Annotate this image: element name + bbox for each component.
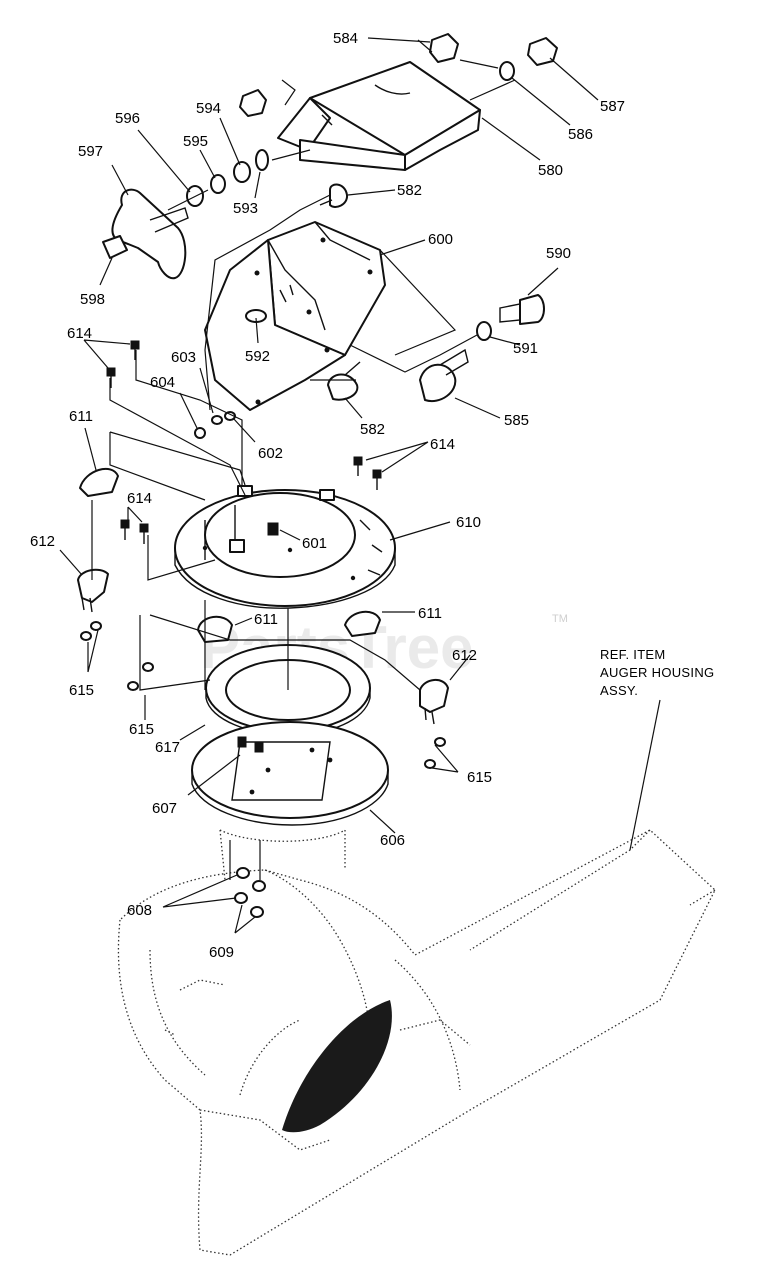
callout-label: 597	[78, 143, 103, 160]
reference-note-line: AUGER HOUSING	[600, 665, 714, 680]
callout-label: 615	[69, 682, 94, 699]
callout-label: 600	[428, 231, 453, 248]
hardware-washers-nuts	[186, 33, 558, 207]
callout-label: 593	[233, 200, 258, 217]
reference-note: REF. ITEM AUGER HOUSING ASSY.	[600, 647, 714, 698]
base-plate	[191, 721, 389, 826]
callout-label: 595	[183, 133, 208, 150]
callout-label: 611	[69, 408, 93, 425]
callout-label: 615	[467, 769, 492, 786]
callout-label: 584	[333, 30, 358, 47]
callout-labels: 584 587 586 580 596 594 595 597 593 582 …	[30, 30, 625, 961]
callout-label: 612	[30, 533, 55, 550]
callout-label: 617	[155, 739, 180, 756]
small-nuts	[80, 411, 446, 918]
callout-label: 607	[152, 800, 177, 817]
callout-label: 606	[380, 832, 405, 849]
auger-housing-assembly	[117, 699, 716, 1256]
callout-label: 587	[600, 98, 625, 115]
callout-label: 608	[127, 902, 152, 919]
callout-label: 582	[397, 182, 422, 199]
discharge-opening	[282, 1000, 392, 1133]
callout-label: 604	[150, 374, 175, 391]
callout-label: 609	[209, 944, 234, 961]
callout-label: 602	[258, 445, 283, 462]
callout-label: 614	[67, 325, 92, 342]
callout-label: 582	[360, 421, 385, 438]
callout-label: 614	[127, 490, 152, 507]
watermark-trademark: TM	[552, 613, 568, 625]
callout-label: 611	[254, 611, 278, 628]
callout-label: 598	[80, 291, 105, 308]
callout-label: 586	[568, 126, 593, 143]
callout-label: 603	[171, 349, 196, 366]
callout-label: 610	[456, 514, 481, 531]
screws-614	[106, 340, 382, 544]
callout-label: 585	[504, 412, 529, 429]
callout-label: 591	[513, 340, 538, 357]
callout-leaders	[59, 37, 599, 934]
callout-label: 580	[538, 162, 563, 179]
callout-label: 596	[115, 110, 140, 127]
reference-note-line: ASSY.	[600, 683, 638, 698]
callout-label: 611	[418, 605, 442, 622]
crank-handle	[102, 188, 189, 280]
callout-label: 594	[196, 100, 221, 117]
callout-label: 615	[129, 721, 154, 738]
callout-label: 614	[430, 436, 455, 453]
callout-label: 590	[546, 245, 571, 262]
clamps-brackets	[77, 467, 449, 725]
assembly-lines	[91, 39, 516, 880]
chute-ring	[174, 485, 396, 609]
chute-deflector	[277, 61, 481, 171]
callout-label: 592	[245, 348, 270, 365]
upper-chute-body	[204, 221, 386, 411]
callout-label: 612	[452, 647, 477, 664]
callout-label: 601	[302, 535, 327, 552]
reference-note-line: REF. ITEM	[600, 647, 666, 662]
hardware-bolts	[319, 183, 545, 403]
